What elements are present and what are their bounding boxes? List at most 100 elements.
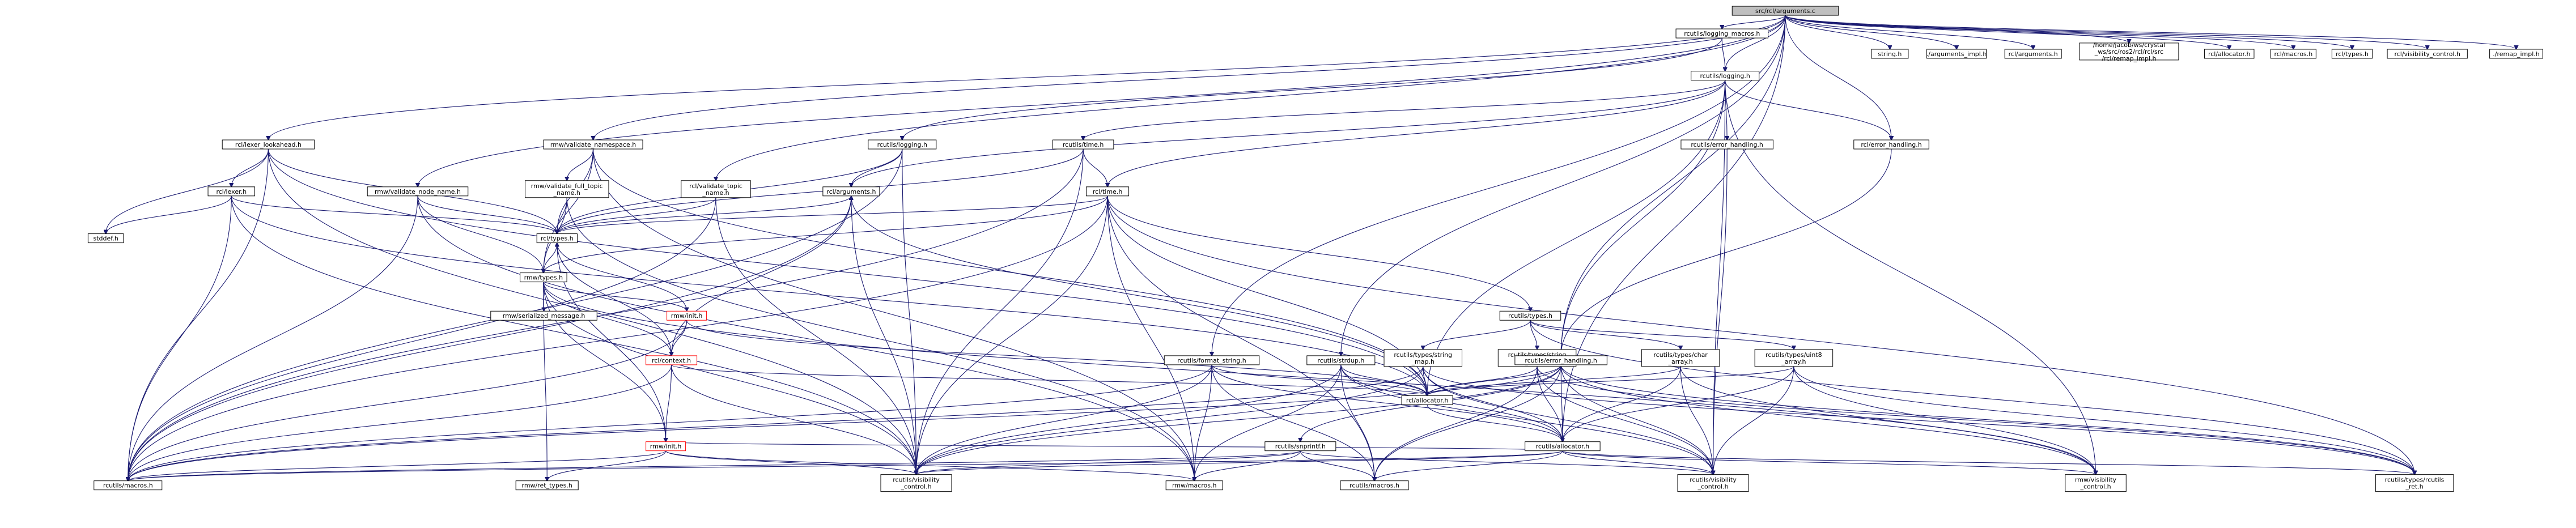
edge-arguments-c-to-rcl-arguments-top (1785, 15, 2033, 49)
node-rcl-context[interactable]: rcl/context.h (646, 355, 698, 365)
node-box-rmw-validate-full-topic (524, 180, 609, 198)
edge-rcutils-types-string-array-to-rcutils-visibility-control2 (1537, 366, 1713, 475)
node-label-stddef: stddef.h (93, 235, 118, 242)
node-box-rcutils-error-handling (1514, 355, 1607, 365)
edge-arguments-c-to-rcutils-strdup (1341, 15, 1786, 356)
edge-rmw-types-to-rmw-init (543, 282, 687, 312)
edge-rcutils-types-string-array-to-rcutils-types-rcutils-ret (1537, 366, 2414, 475)
node-rmw-validate-namespace[interactable]: rmw/validate_namespace.h (543, 139, 643, 150)
edge-arguments-c-to-string-h (1785, 15, 1890, 49)
edge-rcl-allocator-to-rcutils-allocator (1427, 404, 1563, 441)
node-rcl-types-top[interactable]: rcl/types.h (2331, 49, 2373, 59)
node-box-rcutils-time (1052, 139, 1114, 150)
node-label-rcutils-time: rcutils/time.h (1063, 141, 1104, 148)
node-rcl-arguments[interactable]: rcl/arguments.h (822, 186, 880, 197)
node-rmw-validate-node-name[interactable]: rmw/validate_node_name.h (367, 186, 469, 197)
node-rcutils-macros[interactable]: rcutils/macros.h (94, 480, 163, 491)
node-rcutils-time[interactable]: rcutils/time.h (1052, 139, 1114, 150)
node-rcl-time[interactable]: rcl/time.h (1086, 186, 1130, 197)
edge-rcl-arguments-to-rcutils-visibility-control (851, 195, 916, 475)
node-rcl-macros-top[interactable]: rcl/macros.h (2270, 49, 2316, 59)
node-box-rmw-validate-node-name (367, 186, 469, 197)
node-box-rmw-init (667, 310, 707, 321)
edge-rmw-types-to-rcutils-visibility-control (543, 282, 916, 475)
edge-rcutils-strdup-to-rcl-allocator (1340, 364, 1427, 395)
node-rcutils-types-string-map[interactable]: rcutils/types/string_map.h (1384, 349, 1462, 367)
node-rcutils-types[interactable]: rcutils/types.h (1499, 310, 1561, 321)
node-box-rcutils-logging2 (868, 139, 937, 150)
node-rcutils-types-rcutils-ret[interactable]: rcutils/types/rcutils_ret.h (2375, 474, 2454, 492)
node-string-h[interactable]: string.h (1871, 49, 1909, 59)
node-rmw-serialized-message[interactable]: rmw/serialized_message.h (490, 310, 597, 321)
node-rcutils-macros2[interactable]: rcutils/macros.h (1340, 480, 1409, 491)
node-rcutils-visibility-control[interactable]: rcutils/visibility_control.h (880, 474, 952, 492)
node-rcl-validate-topic[interactable]: rcl/validate_topic_name.h (681, 180, 751, 198)
edge-rcl-time-to-rcutils-visibility-control (916, 195, 1108, 475)
node-lexer-lookahead-c[interactable]: /home/jacob/ws/crystal_ws/src/ros2/rcl/r… (2079, 41, 2179, 62)
node-rcl-lexer-lookahead[interactable]: rcl/lexer_lookahead.h (222, 139, 315, 150)
edge-rcutils-types-to-rcutils-types-rcutils-ret (1530, 320, 2414, 474)
edge-rcutils-strdup-to-rcutils-visibility-control (916, 364, 1342, 475)
edge-rcutils-snprintf-to-rcutils-macros2 (1300, 450, 1374, 481)
node-arguments-impl[interactable]: ./arguments_impl.h (1926, 49, 1987, 59)
edge-rcutils-time-to-rcl-types (557, 149, 1084, 234)
node-logging-macros[interactable]: rcutils/logging_macros.h (1675, 28, 1769, 39)
node-box-rcl-allocator (1401, 395, 1453, 405)
node-rmw-init[interactable]: rmw/init.h (667, 310, 707, 321)
node-rcl-arguments-top[interactable]: rcl/arguments.h (2004, 49, 2062, 59)
edge-rcutils-allocator-to-rcutils-visibility-control (916, 450, 1563, 475)
node-box-rcutils-visibility-control2 (1677, 474, 1749, 492)
edge-layer (106, 15, 2516, 481)
node-rcutils-logging[interactable]: rcutils/logging.h (1691, 71, 1760, 81)
edge-rmw-init2-to-rcl-types (557, 243, 667, 442)
node-box-rcutils-types (1499, 310, 1561, 321)
node-rcl-allocator[interactable]: rcl/allocator.h (1401, 395, 1453, 405)
node-rcl-allocator-top[interactable]: rcl/allocator.h (2204, 49, 2255, 59)
node-rcutils-visibility-control2[interactable]: rcutils/visibility_control.h (1677, 474, 1749, 492)
edge-rmw-init2-to-rcutils-allocator (665, 441, 1563, 451)
node-box-rcutils-macros2 (1340, 480, 1409, 491)
node-rcutils-allocator[interactable]: rcutils/allocator.h (1525, 441, 1601, 452)
node-label-rmw-visibility-control: rmw/visibility (2075, 476, 2117, 484)
node-rcl-lexer[interactable]: rcl/lexer.h (207, 186, 256, 197)
node-label-rcl-macros-top: rcl/macros.h (2274, 50, 2312, 58)
edge-rcl-error-handling-to-rcutils-error-handling (1561, 149, 1892, 356)
node-rmw-ret-types[interactable]: rmw/ret_types.h (515, 480, 579, 491)
node-rcutils-strdup[interactable]: rcutils/strdup.h (1306, 355, 1376, 365)
node-remap-impl[interactable]: ./remap_impl.h (2489, 49, 2543, 59)
edge-rcl-types-to-rmw-types (544, 242, 558, 273)
node-rmw-init2[interactable]: rmw/init.h (646, 441, 686, 452)
node-rmw-macros[interactable]: rmw/macros.h (1165, 480, 1223, 491)
node-label-rcl-context: rcl/context.h (652, 357, 691, 364)
node-rcl-error-handling[interactable]: rcl/error_handling.h (1853, 139, 1929, 150)
node-rcl-visibility-control[interactable]: rcl/visibility_control.h (2387, 49, 2468, 59)
node-rcl-types[interactable]: rcl/types.h (536, 233, 578, 244)
node-rmw-types[interactable]: rmw/types.h (520, 272, 567, 283)
node-arguments-c[interactable]: src/rcl/arguments.c (1732, 6, 1839, 16)
edge-rcutils-time-to-rcl-time (1083, 149, 1107, 187)
edge-rcutils-allocator-to-rcutils-visibility-control2 (1562, 450, 1713, 475)
node-label-rcutils-snprintf: rcutils/snprintf.h (1275, 443, 1326, 450)
node-label-rcutils-error-handling: rcutils/error_handling.h (1525, 357, 1597, 364)
edge-rcl-lexer-to-rcl-types (231, 195, 557, 234)
edge-rcutils-types-string-array-to-rcutils-allocator (1537, 366, 1563, 442)
node-rcutils-format-string[interactable]: rcutils/format_string.h (1164, 355, 1260, 365)
node-label-rcl-time: rcl/time.h (1093, 188, 1122, 195)
edge-arguments-c-to-rcutils-logging (1725, 15, 1786, 71)
node-box-rcutils-types-uint8-array (1754, 349, 1834, 367)
edge-rmw-validate-full-topic-to-rmw-macros (566, 197, 1194, 481)
node-rcutils-error-handling-top[interactable]: rcutils/error_handling.h (1680, 139, 1773, 150)
node-rmw-validate-full-topic[interactable]: rmw/validate_full_topic_name.h (524, 180, 609, 198)
node-rmw-visibility-control[interactable]: rmw/visibility_control.h (2065, 474, 2127, 492)
edge-rmw-validate-namespace-to-rcl-allocator (592, 149, 1428, 395)
edge-rcutils-time-to-rcutils-visibility-control (916, 149, 1084, 475)
node-rcutils-logging2[interactable]: rcutils/logging.h (868, 139, 937, 150)
node-rcutils-error-handling[interactable]: rcutils/error_handling.h (1514, 355, 1607, 365)
node-rcutils-types-char-array[interactable]: rcutils/types/char_array.h (1641, 349, 1720, 367)
node-rcutils-snprintf[interactable]: rcutils/snprintf.h (1264, 441, 1336, 452)
node-label-rcutils-types-string-map: _map.h (1411, 358, 1435, 365)
node-rcutils-types-uint8-array[interactable]: rcutils/types/uint8_array.h (1754, 349, 1834, 367)
node-label-rcutils-types-rcutils-ret: _ret.h (2405, 483, 2423, 491)
edge-rcl-time-to-rcutils-macros2 (1107, 195, 1374, 481)
node-stddef[interactable]: stddef.h (87, 233, 124, 244)
